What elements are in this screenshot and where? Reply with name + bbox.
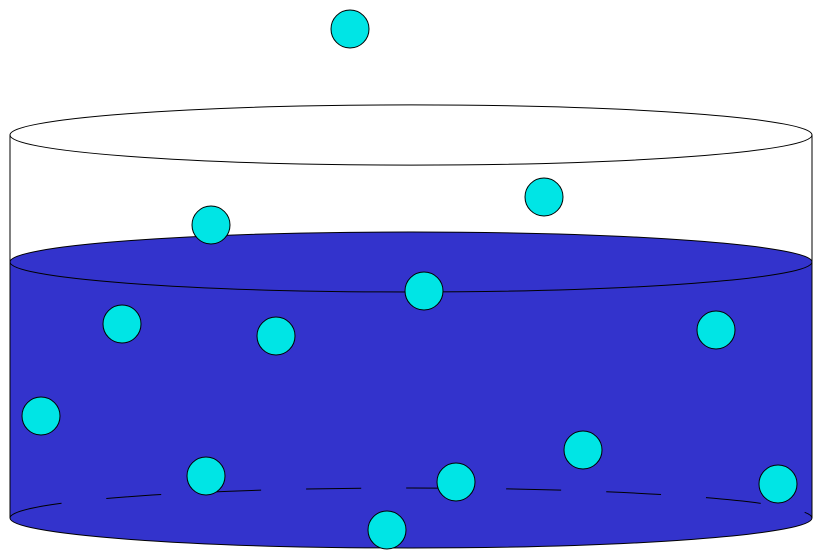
particle-liquid (759, 465, 797, 503)
particle-liquid (22, 397, 60, 435)
particle-liquid (257, 317, 295, 355)
particle-vapor-escaped (331, 10, 369, 48)
particle-liquid (697, 311, 735, 349)
container-rim-front (10, 135, 812, 165)
particle-liquid (368, 511, 406, 549)
particle-liquid (187, 457, 225, 495)
particle-liquid (103, 305, 141, 343)
particle-liquid (564, 431, 602, 469)
particle-liquid (437, 463, 475, 501)
particle-liquid (405, 272, 443, 310)
particle-vapor (525, 178, 563, 216)
particle-vapor (192, 206, 230, 244)
container-rim-back (10, 105, 812, 135)
